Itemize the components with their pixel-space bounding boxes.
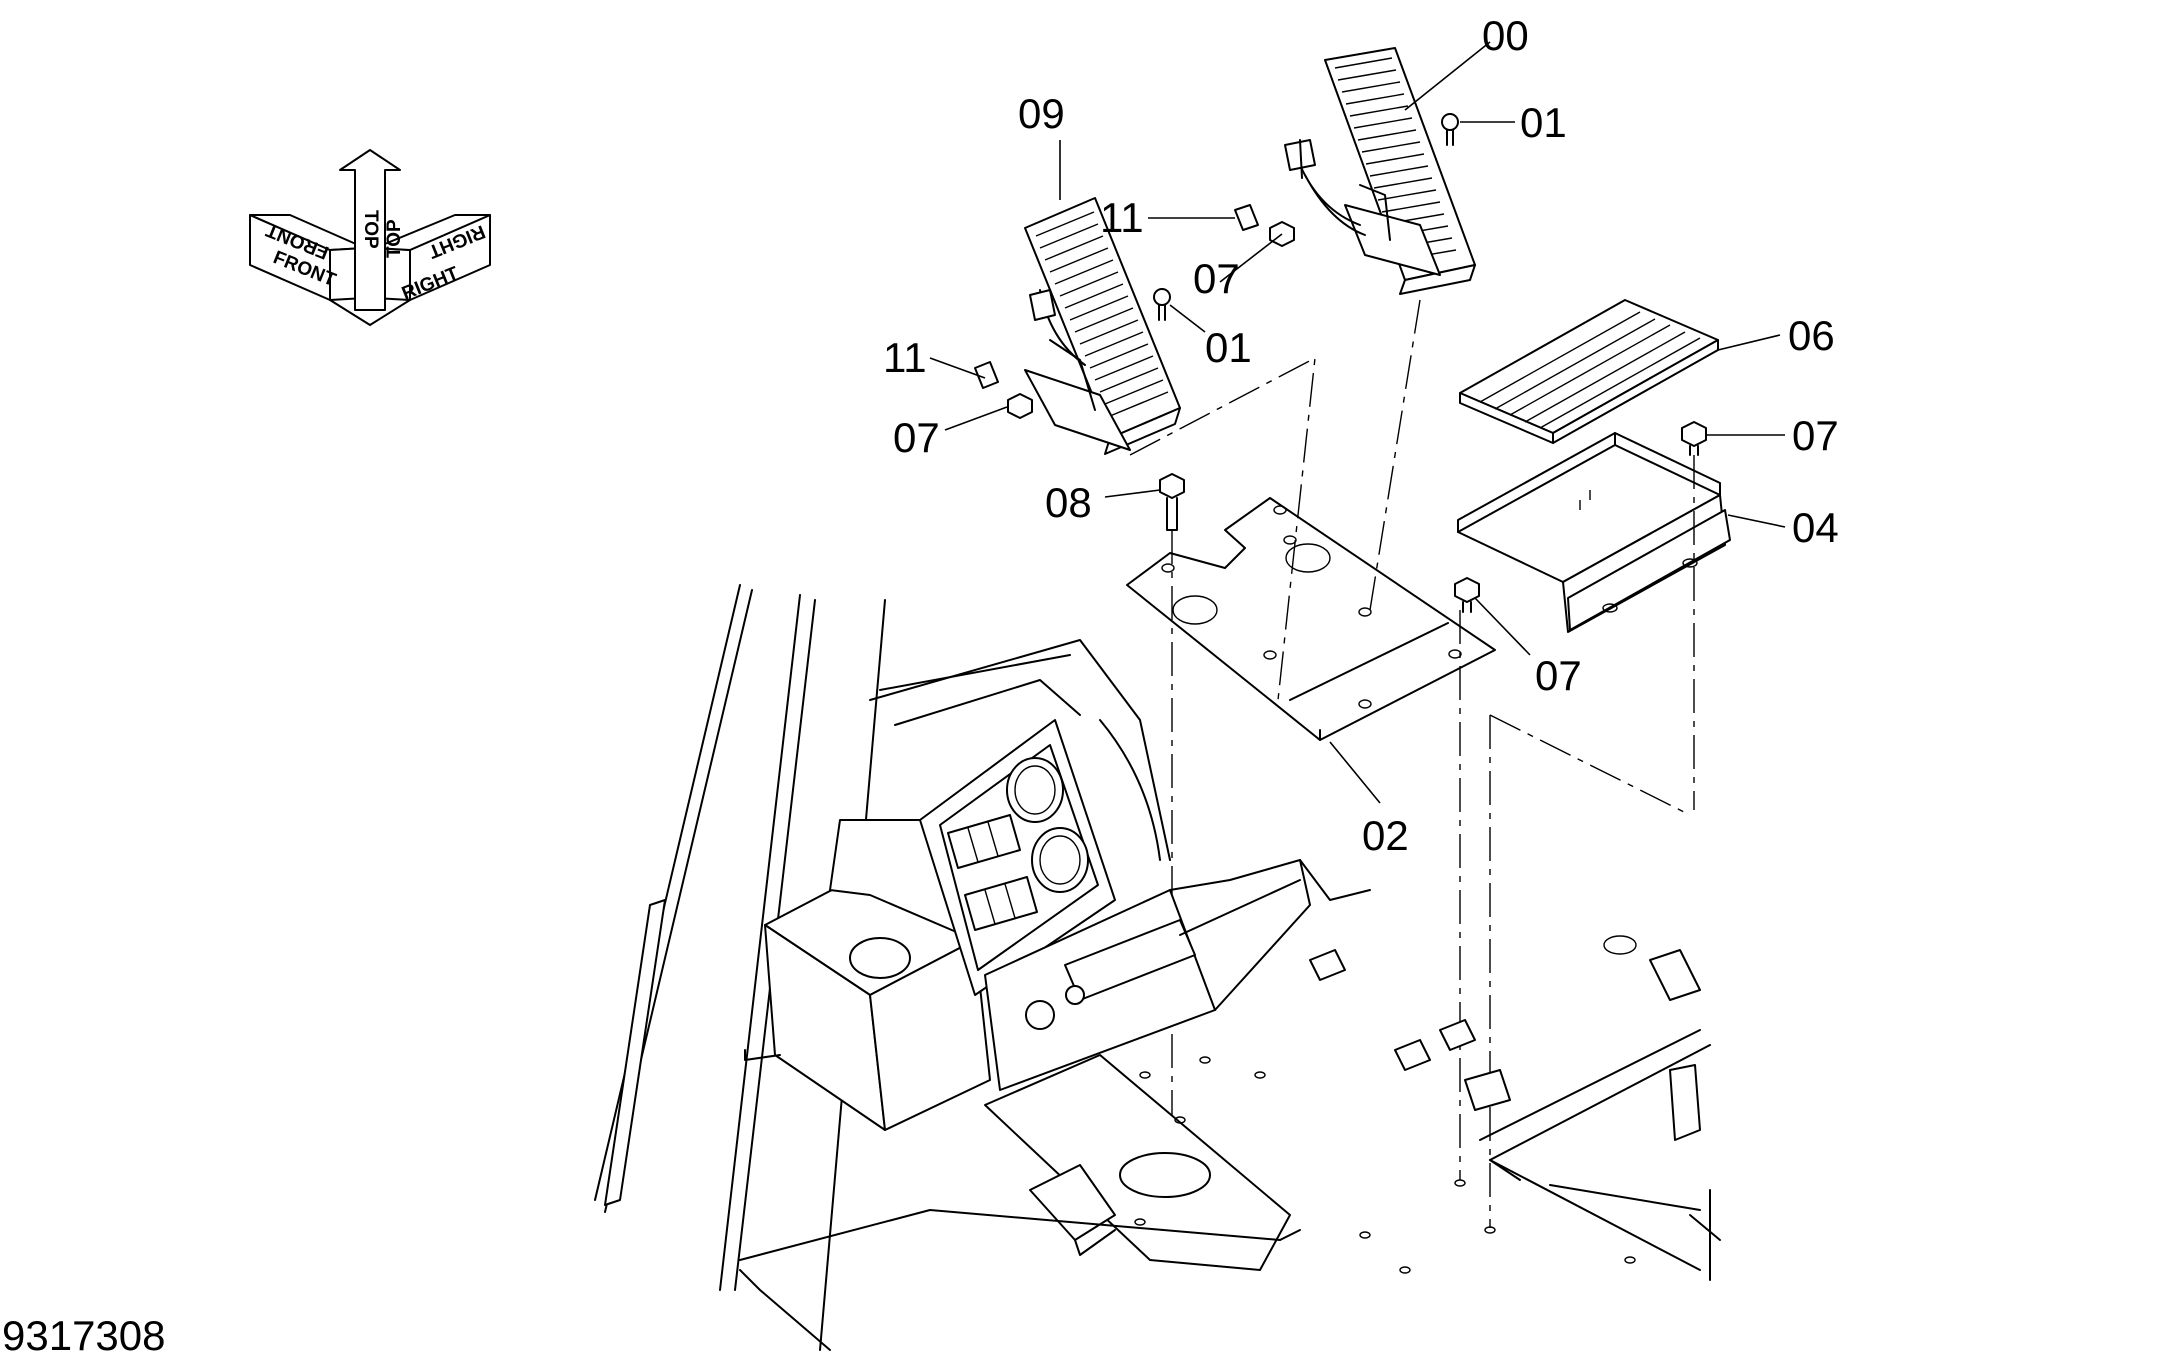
plate-02: [1126, 497, 1496, 741]
callout-07-lower: 07: [1535, 652, 1582, 699]
leader-lines: [929, 41, 1786, 804]
callout-04: 04: [1792, 504, 1839, 551]
callout-00: 00: [1482, 12, 1529, 59]
callout-07-upper: 07: [1193, 255, 1240, 302]
callout-labels: 00 01 09 11 07 01 11 07 06 07 08 04 07 0…: [883, 12, 1839, 859]
callout-01-lower: 01: [1205, 324, 1252, 371]
orientation-top-label-mirrored: TOP: [384, 219, 405, 258]
callout-11-upper: 11: [1100, 194, 1144, 241]
callout-07-right: 07: [1792, 412, 1839, 459]
orientation-top-label: TOP: [360, 210, 381, 249]
mat-06: [1459, 299, 1719, 444]
pedal-00: [1284, 47, 1476, 295]
callout-06: 06: [1788, 312, 1835, 359]
callout-01-upper: 01: [1520, 99, 1567, 146]
callout-08: 08: [1045, 479, 1092, 526]
callout-02: 02: [1362, 812, 1409, 859]
callout-09: 09: [1018, 90, 1065, 137]
orientation-symbol: FRONT FRONT TOP TOP RIGHT RIGHT: [249, 149, 491, 326]
pedal-09: [1024, 197, 1181, 455]
callout-11-lower: 11: [883, 334, 927, 381]
document-number: 9317308: [2, 1312, 166, 1357]
callout-07-left: 07: [893, 414, 940, 461]
machine-body: [594, 584, 1721, 1351]
alignment-lines: [1129, 299, 1695, 1228]
tray-04: [1457, 432, 1731, 633]
